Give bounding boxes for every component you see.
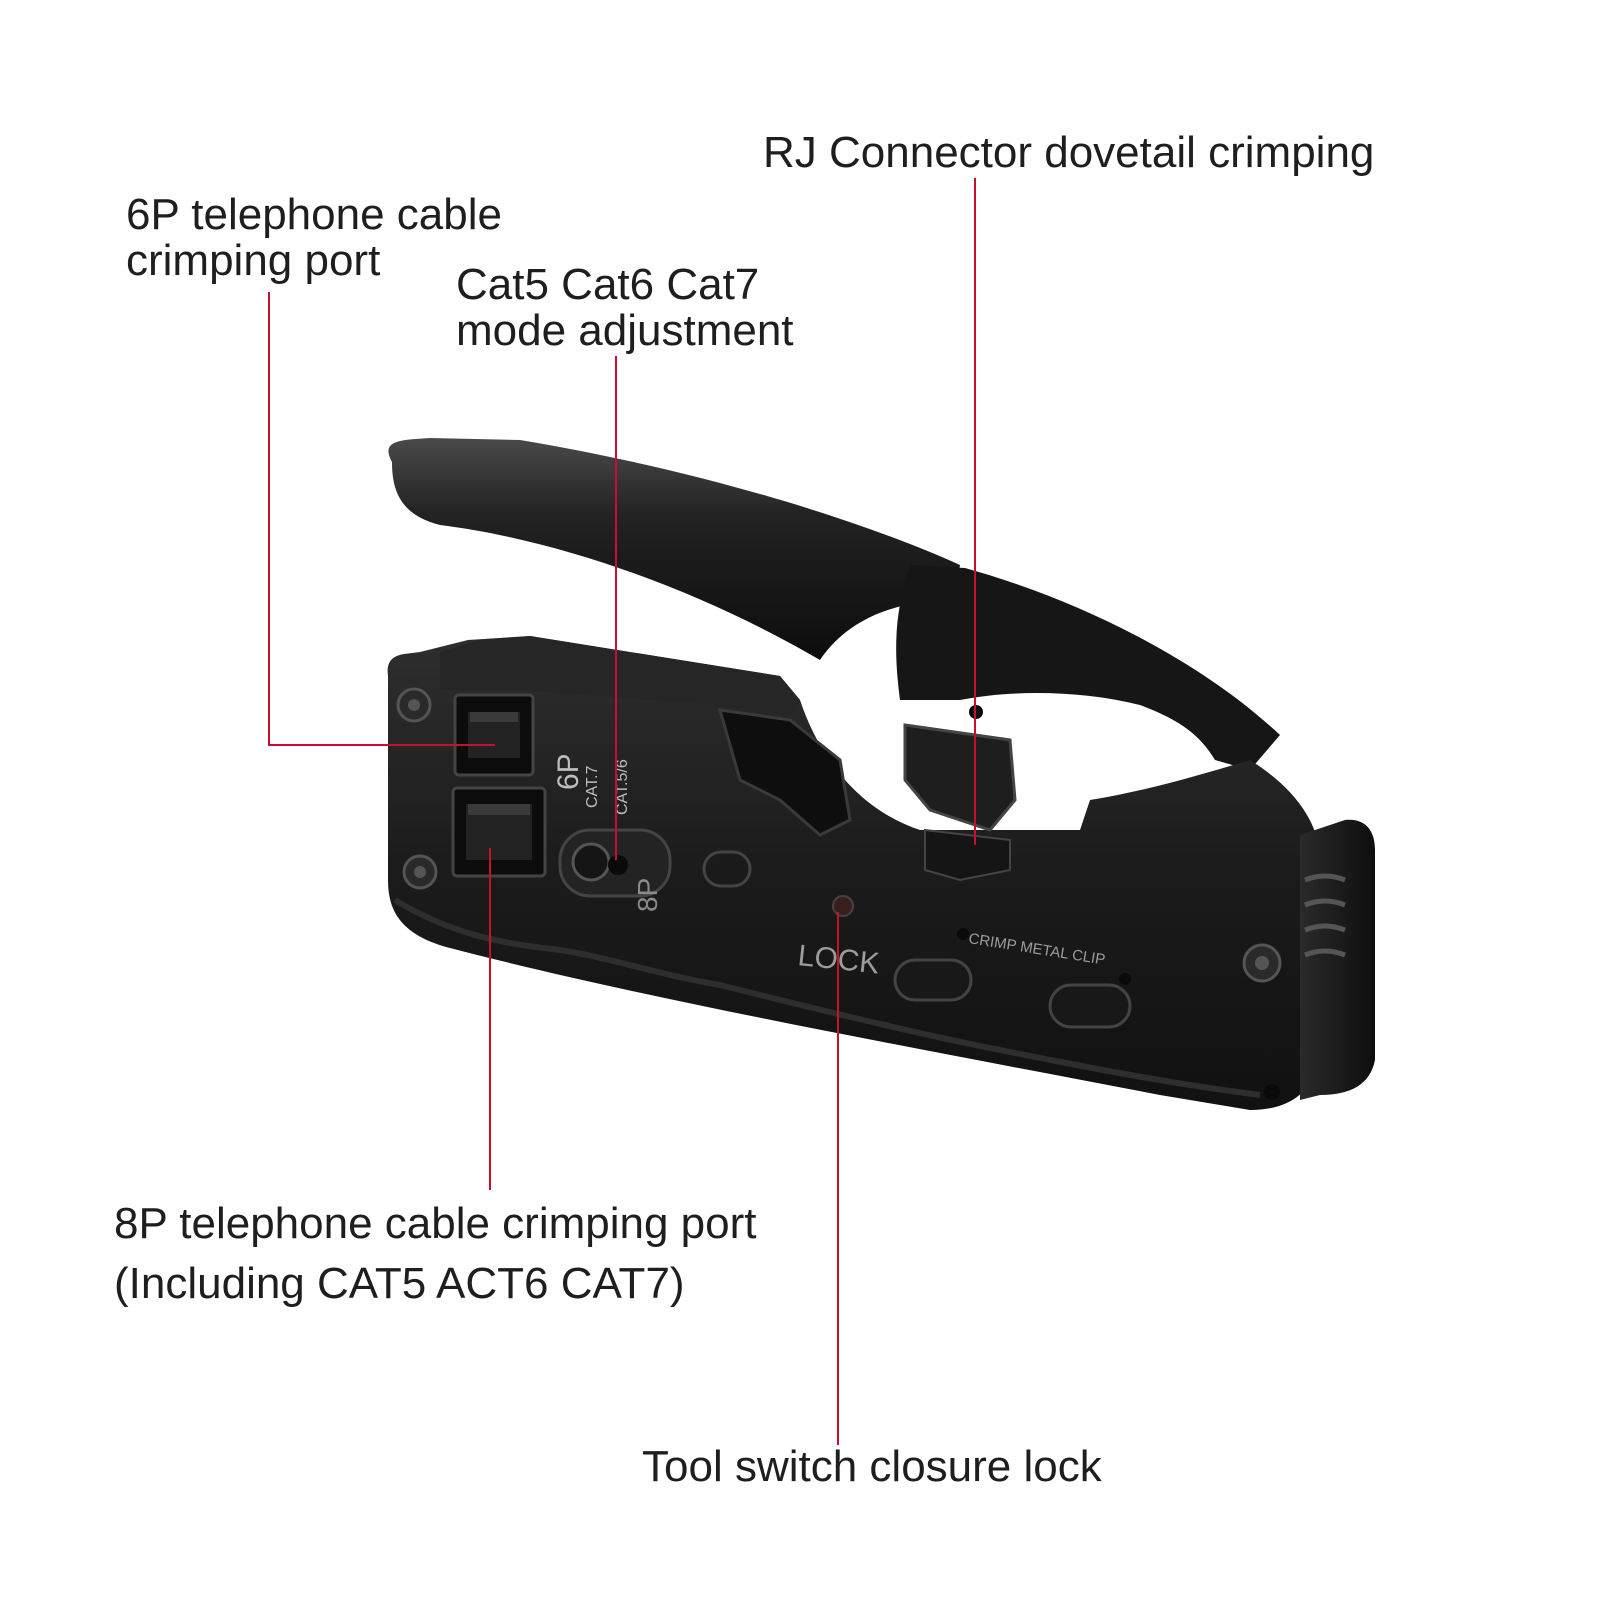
marking-8p: 8P	[632, 878, 663, 912]
callout-6p-port-line2: crimping port	[126, 236, 381, 285]
marking-cat56: CAT.5/6	[614, 759, 631, 815]
front-block	[440, 636, 800, 720]
port-8p-icon	[451, 786, 547, 878]
lock-slots	[832, 895, 1132, 1029]
marking-6p: 6P	[552, 753, 585, 790]
callout-lock: Tool switch closure lock	[642, 1444, 1102, 1490]
spring-housing	[1300, 819, 1375, 1100]
leader-line-6p	[268, 292, 495, 746]
handle-sleeve	[896, 565, 1280, 770]
callout-8p-port: 8P telephone cable crimping port (Includ…	[114, 1194, 757, 1314]
port-6p-icon	[453, 693, 535, 777]
mode-adjust-slider	[558, 828, 752, 898]
callout-mode-adjustment-line2: mode adjustment	[456, 306, 794, 355]
callout-6p-port-line1: 6P telephone cable	[126, 190, 502, 239]
marking-cat7: CAT.7	[584, 766, 601, 808]
callout-rj-connector: RJ Connector dovetail crimping	[763, 130, 1374, 176]
leader-lines	[268, 178, 976, 1445]
crimp-die	[717, 708, 852, 837]
callout-6p-port: 6P telephone cable crimping port	[126, 192, 502, 284]
callout-mode-adjustment-line1: Cat5 Cat6 Cat7	[456, 260, 760, 309]
callout-lock-text: Tool switch closure lock	[642, 1442, 1102, 1491]
callout-8p-port-line2: (Including CAT5 ACT6 CAT7)	[114, 1259, 685, 1308]
upper-handle	[388, 438, 960, 660]
callout-8p-port-line1: 8P telephone cable crimping port	[114, 1199, 757, 1248]
callout-mode-adjustment: Cat5 Cat6 Cat7 mode adjustment	[456, 262, 794, 354]
dovetail-die	[903, 723, 1017, 832]
callout-rj-connector-text: RJ Connector dovetail crimping	[763, 128, 1375, 177]
screw-icon	[396, 687, 1282, 1100]
